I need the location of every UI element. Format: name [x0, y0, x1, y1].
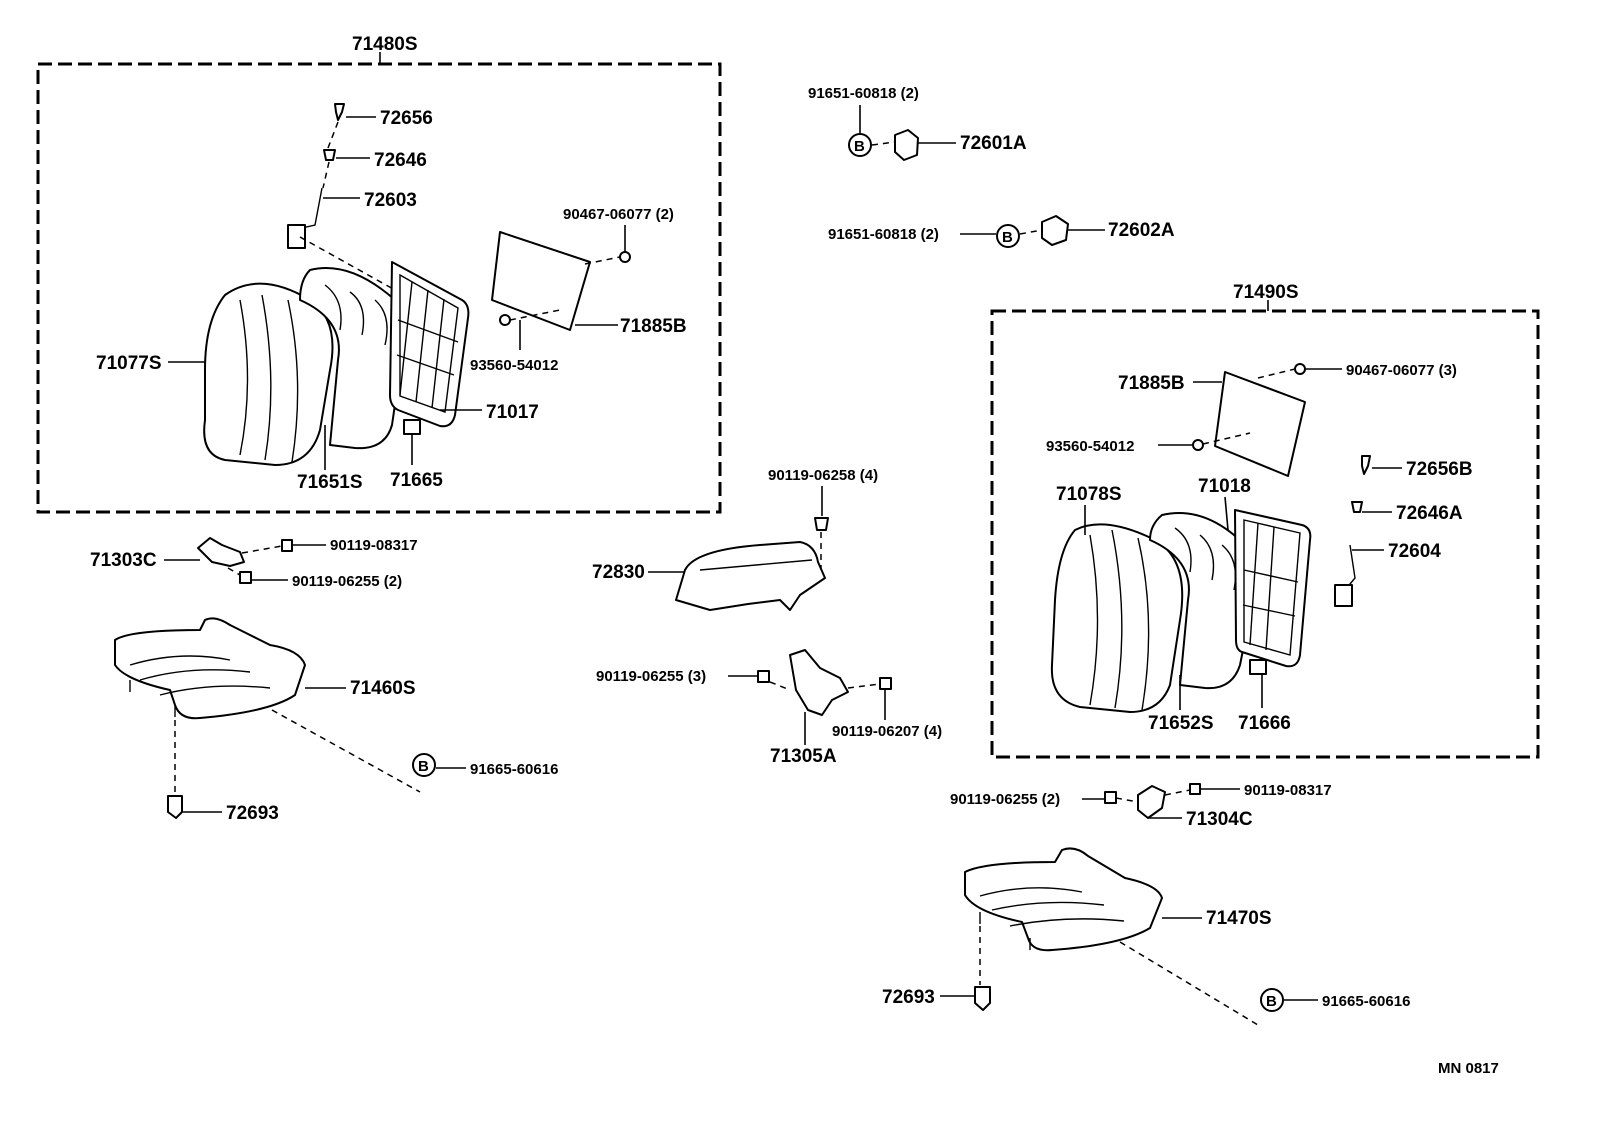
seatback-cover-71078s	[1050, 523, 1184, 713]
svg-text:B: B	[1002, 229, 1013, 246]
label-72656b: 72656B	[1406, 459, 1473, 480]
bolt-90119-06255-left	[239, 571, 252, 584]
label-71303c: 71303C	[90, 550, 157, 571]
bolt-90119-06255-center	[757, 670, 770, 683]
seat-cushion-71460s: 71460S	[114, 617, 421, 795]
label-90119-06258: 90119-06258 (4)	[768, 467, 878, 484]
label-71885b-right: 71885B	[1118, 373, 1185, 394]
hinge-71305a	[789, 649, 849, 716]
clip-71665	[403, 419, 421, 435]
hook-72693-left-assembly: 72693	[167, 795, 279, 824]
hook-72693-left	[167, 795, 183, 819]
label-90467-06077-left: 90467-06077 (2)	[563, 206, 674, 223]
hinge-71304c	[1137, 785, 1166, 819]
hinge-71303c-assembly: 71303C 90119-08317 90119-06255 (2)	[90, 537, 418, 590]
label-71665: 71665	[390, 470, 443, 491]
seat-cushion-71470s: 71470S	[964, 847, 1272, 1026]
label-71018: 71018	[1198, 476, 1251, 497]
group-box-71490s: 71490S	[990, 282, 1540, 759]
label-91665-60616-left: 91665-60616	[470, 761, 558, 778]
svg-text:B: B	[1266, 993, 1277, 1010]
leaders-left-box	[168, 116, 626, 470]
hinge-71305a-assembly: 90119-06255 (3) 90119-06207 (4) 71305A	[596, 649, 942, 767]
bolt-90119-08317-left	[281, 539, 293, 552]
label-93560-54012-left: 93560-54012	[470, 357, 558, 374]
clip-mark-b-4	[1260, 988, 1284, 1012]
bolt-90119-08317-right	[1189, 783, 1201, 795]
label-71651s: 71651S	[297, 472, 363, 493]
label-90119-06255-2-left: 90119-06255 (2)	[292, 573, 402, 590]
label-91651-60818-top: 91651-60818 (2)	[808, 85, 919, 102]
armrest-72830-assembly: 90119-06258 (4) 72830	[592, 467, 878, 611]
clip-91665-left-assembly: B 91665-60616	[412, 753, 558, 778]
clip-mark-b-2	[996, 224, 1020, 248]
label-71460s: 71460S	[350, 678, 416, 699]
label-72656: 72656	[380, 108, 433, 129]
hinge-cover-72602a	[1041, 215, 1069, 246]
label-72693-left: 72693	[226, 803, 279, 824]
back-board-71885b-right	[1214, 371, 1306, 477]
label-71666: 71666	[1238, 713, 1291, 734]
label-71304c: 71304C	[1186, 809, 1253, 830]
label-71017: 71017	[486, 402, 539, 423]
label-90119-08317-left: 90119-08317	[330, 537, 418, 554]
clip-91665-right-assembly: B 91665-60616	[1260, 988, 1410, 1012]
label-90119-08317-right: 90119-08317	[1244, 782, 1332, 799]
label-90119-06207: 90119-06207 (4)	[832, 723, 942, 740]
back-board-71885b-left	[491, 231, 591, 331]
screw-93560-left	[499, 314, 511, 326]
clip-71666	[1249, 659, 1267, 675]
seatback-frame-71018	[1234, 509, 1312, 668]
armrest-72830	[675, 541, 826, 611]
group-label-71490s: 71490S	[1233, 282, 1299, 303]
hinge-cover-72601a-assembly: 91651-60818 (2) B 72601A	[808, 85, 1027, 161]
label-71470s: 71470S	[1206, 908, 1272, 929]
screw-90467-right	[1294, 363, 1306, 375]
label-71077s: 71077S	[96, 353, 162, 374]
hinge-cover-72601a	[894, 129, 919, 161]
clip-mark-b-1	[848, 133, 872, 157]
label-72646: 72646	[374, 150, 427, 171]
label-72646a: 72646A	[1396, 503, 1463, 524]
label-72603: 72603	[364, 190, 417, 211]
bolt-90119-06258	[814, 517, 829, 531]
hook-72693-right	[974, 986, 991, 1011]
label-91651-60818-mid: 91651-60818 (2)	[828, 226, 939, 243]
hook-72693-right-assembly: 72693	[882, 986, 991, 1011]
label-71078s: 71078S	[1056, 484, 1122, 505]
seatback-frame-71017	[389, 261, 470, 428]
seatback-pad-71651s	[299, 267, 405, 450]
label-90119-06255-2-right: 90119-06255 (2)	[950, 791, 1060, 808]
headrest-support-right	[1334, 455, 1371, 607]
label-91665-60616-right: 91665-60616	[1322, 993, 1410, 1010]
label-90119-06255-3: 90119-06255 (3)	[596, 668, 706, 685]
label-71305a: 71305A	[770, 746, 837, 767]
diagram-code: MN 0817	[1438, 1060, 1499, 1077]
label-93560-54012-right: 93560-54012	[1046, 438, 1134, 455]
label-90467-06077-right: 90467-06077 (3)	[1346, 362, 1457, 379]
svg-text:B: B	[854, 138, 865, 155]
hinge-71304c-assembly: 90119-06255 (2) 90119-08317 71304C	[950, 782, 1332, 830]
label-72830: 72830	[592, 562, 645, 583]
label-71885b-left: 71885B	[620, 316, 687, 337]
bolt-90119-06207	[879, 677, 892, 690]
leaders-right-box	[1084, 368, 1402, 710]
headrest-support-left	[287, 103, 345, 249]
bolt-90119-06255-right	[1104, 791, 1117, 804]
hinge-cover-72602a-assembly: 91651-60818 (2) B 72602A	[828, 215, 1175, 248]
group-label-71480s: 71480S	[352, 34, 418, 55]
group-box-71480s: 71480S	[36, 34, 722, 514]
svg-text:B: B	[418, 758, 429, 775]
label-72693-right: 72693	[882, 987, 935, 1008]
clip-mark-b-3	[412, 753, 436, 777]
label-72604: 72604	[1388, 541, 1441, 562]
label-72602a: 72602A	[1108, 220, 1175, 241]
screw-90467-left	[619, 251, 631, 263]
label-72601a: 72601A	[960, 133, 1027, 154]
label-71652s: 71652S	[1148, 713, 1214, 734]
hinge-71303c	[197, 537, 245, 567]
seatback-cover-71077s	[203, 282, 334, 466]
screw-93560-right	[1192, 439, 1204, 451]
